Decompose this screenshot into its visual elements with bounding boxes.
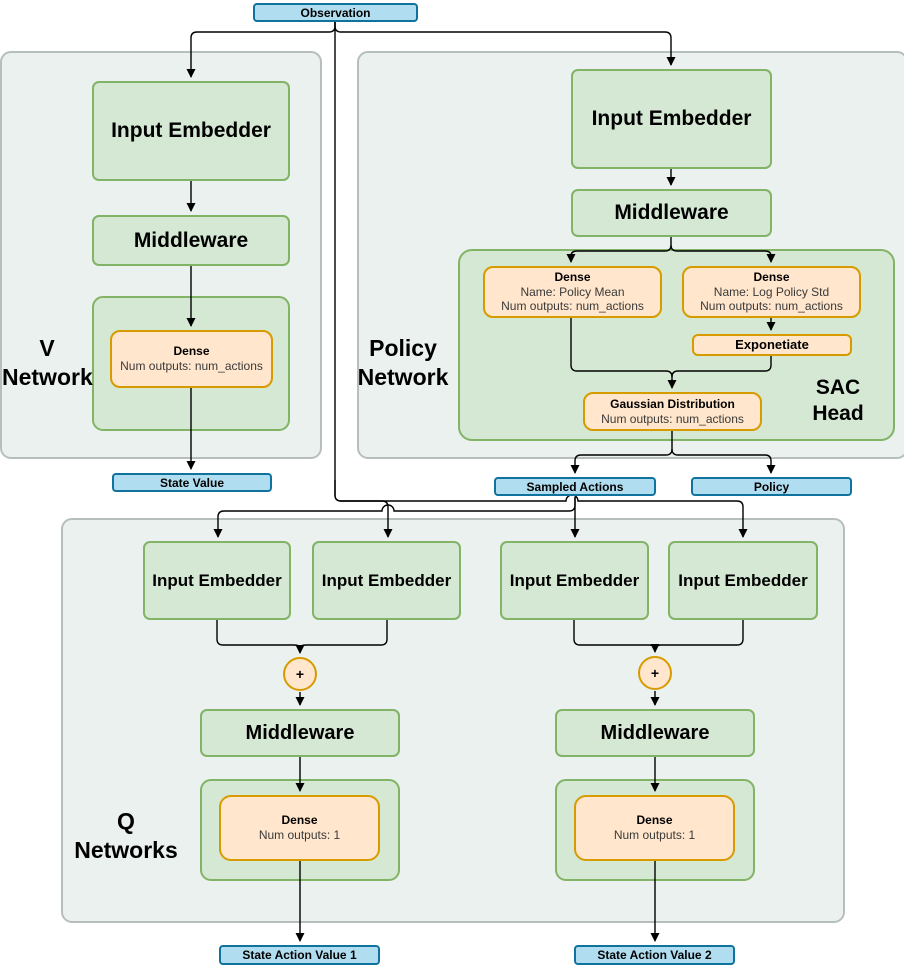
q2-input-embedder-2-box: Input Embedder	[668, 541, 818, 620]
state-action-value-2-box: State Action Value 2	[574, 945, 735, 965]
policy-input-embedder-box: Input Embedder	[571, 69, 772, 169]
q2-input-embedder-1-box: Input Embedder	[500, 541, 649, 620]
gaussian-distribution-box: Gaussian Distribution Num outputs: num_a…	[583, 392, 762, 431]
q2-sum-node: +	[638, 656, 672, 690]
sampled-actions-box: Sampled Actions	[494, 477, 656, 496]
q1-sum-node: +	[283, 657, 317, 691]
state-value-box: State Value	[112, 473, 272, 492]
q1-dense-box: Dense Num outputs: 1	[219, 795, 380, 861]
plus-icon: +	[295, 666, 305, 682]
q1-middleware-box: Middleware	[200, 709, 400, 757]
policy-network-label: Policy Network	[357, 335, 449, 390]
state-action-value-1-box: State Action Value 1	[219, 945, 380, 965]
q2-dense-box: Dense Num outputs: 1	[574, 795, 735, 861]
dense-log-policy-std-box: Dense Name: Log Policy Std Num outputs: …	[682, 266, 861, 318]
v-network-label: V Network	[2, 335, 93, 390]
q1-input-embedder-2-box: Input Embedder	[312, 541, 461, 620]
policy-output-box: Policy	[691, 477, 852, 496]
v-input-embedder-box: Input Embedder	[92, 81, 290, 181]
q2-middleware-box: Middleware	[555, 709, 755, 757]
sac-head-label: SAC Head	[812, 376, 864, 426]
plus-icon: +	[650, 665, 660, 681]
q-networks-label: Q Networks	[74, 808, 178, 863]
policy-middleware-box: Middleware	[571, 189, 772, 237]
v-middleware-box: Middleware	[92, 215, 290, 266]
q1-input-embedder-1-box: Input Embedder	[143, 541, 291, 620]
v-dense-box: Dense Num outputs: num_actions	[110, 330, 273, 388]
exponetiate-box: Exponetiate	[692, 334, 852, 356]
dense-policy-mean-box: Dense Name: Policy Mean Num outputs: num…	[483, 266, 662, 318]
observation-box: Observation	[253, 3, 418, 22]
observation-label: Observation	[300, 5, 371, 20]
